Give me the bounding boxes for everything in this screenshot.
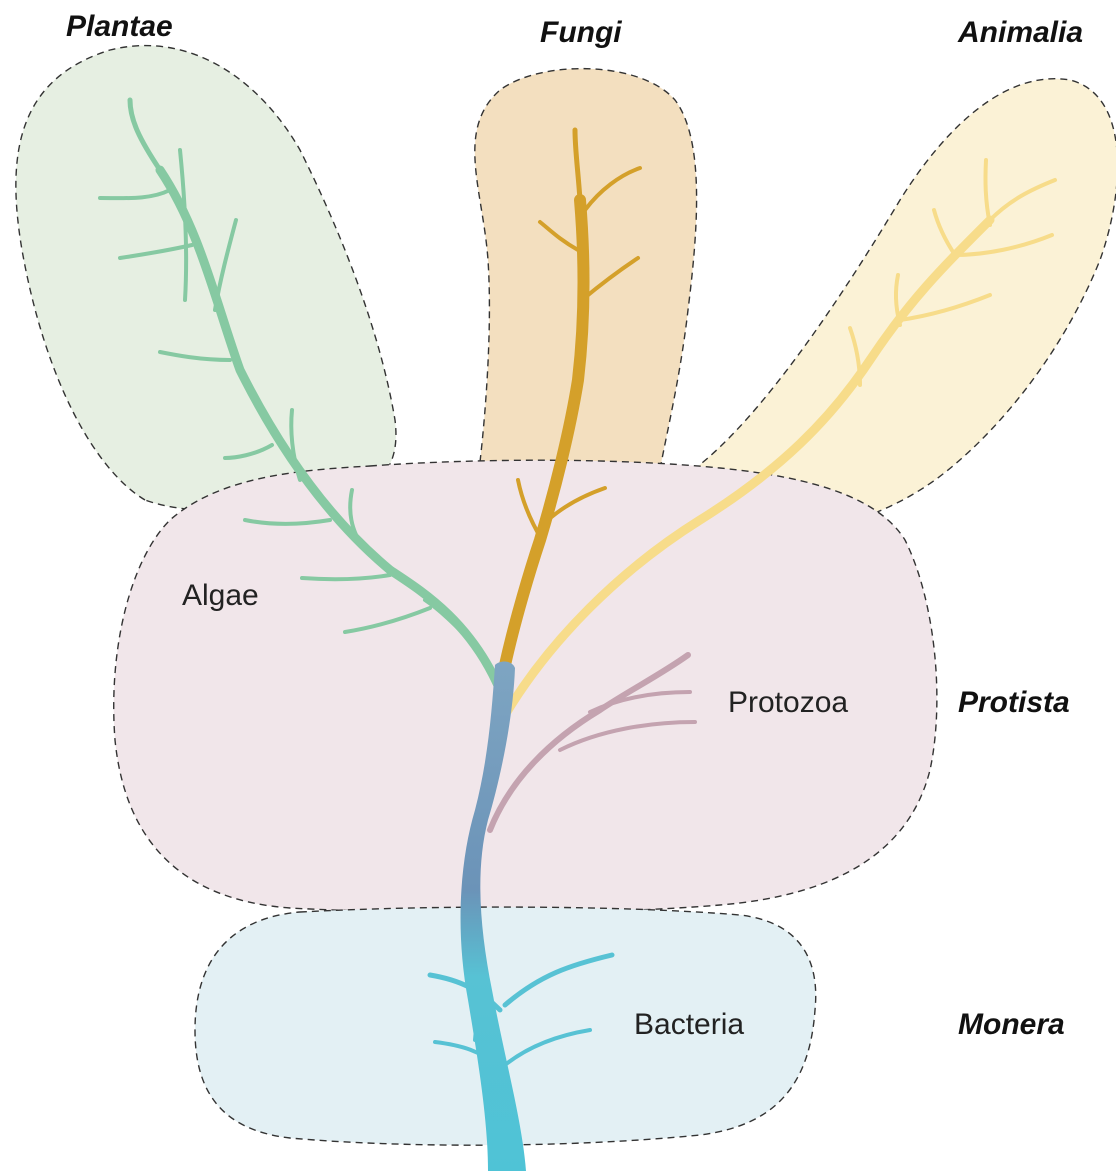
protozoa-label: Protozoa [728,686,848,719]
algae-label: Algae [182,579,259,612]
bacteria-label: Bacteria [634,1008,744,1041]
monera-label: Monera [958,1008,1065,1041]
fungi-label: Fungi [540,16,622,49]
animalia-region [693,79,1116,520]
plantae-label: Plantae [66,10,173,43]
animalia-label: Animalia [957,16,1083,49]
protista-label: Protista [958,686,1070,719]
